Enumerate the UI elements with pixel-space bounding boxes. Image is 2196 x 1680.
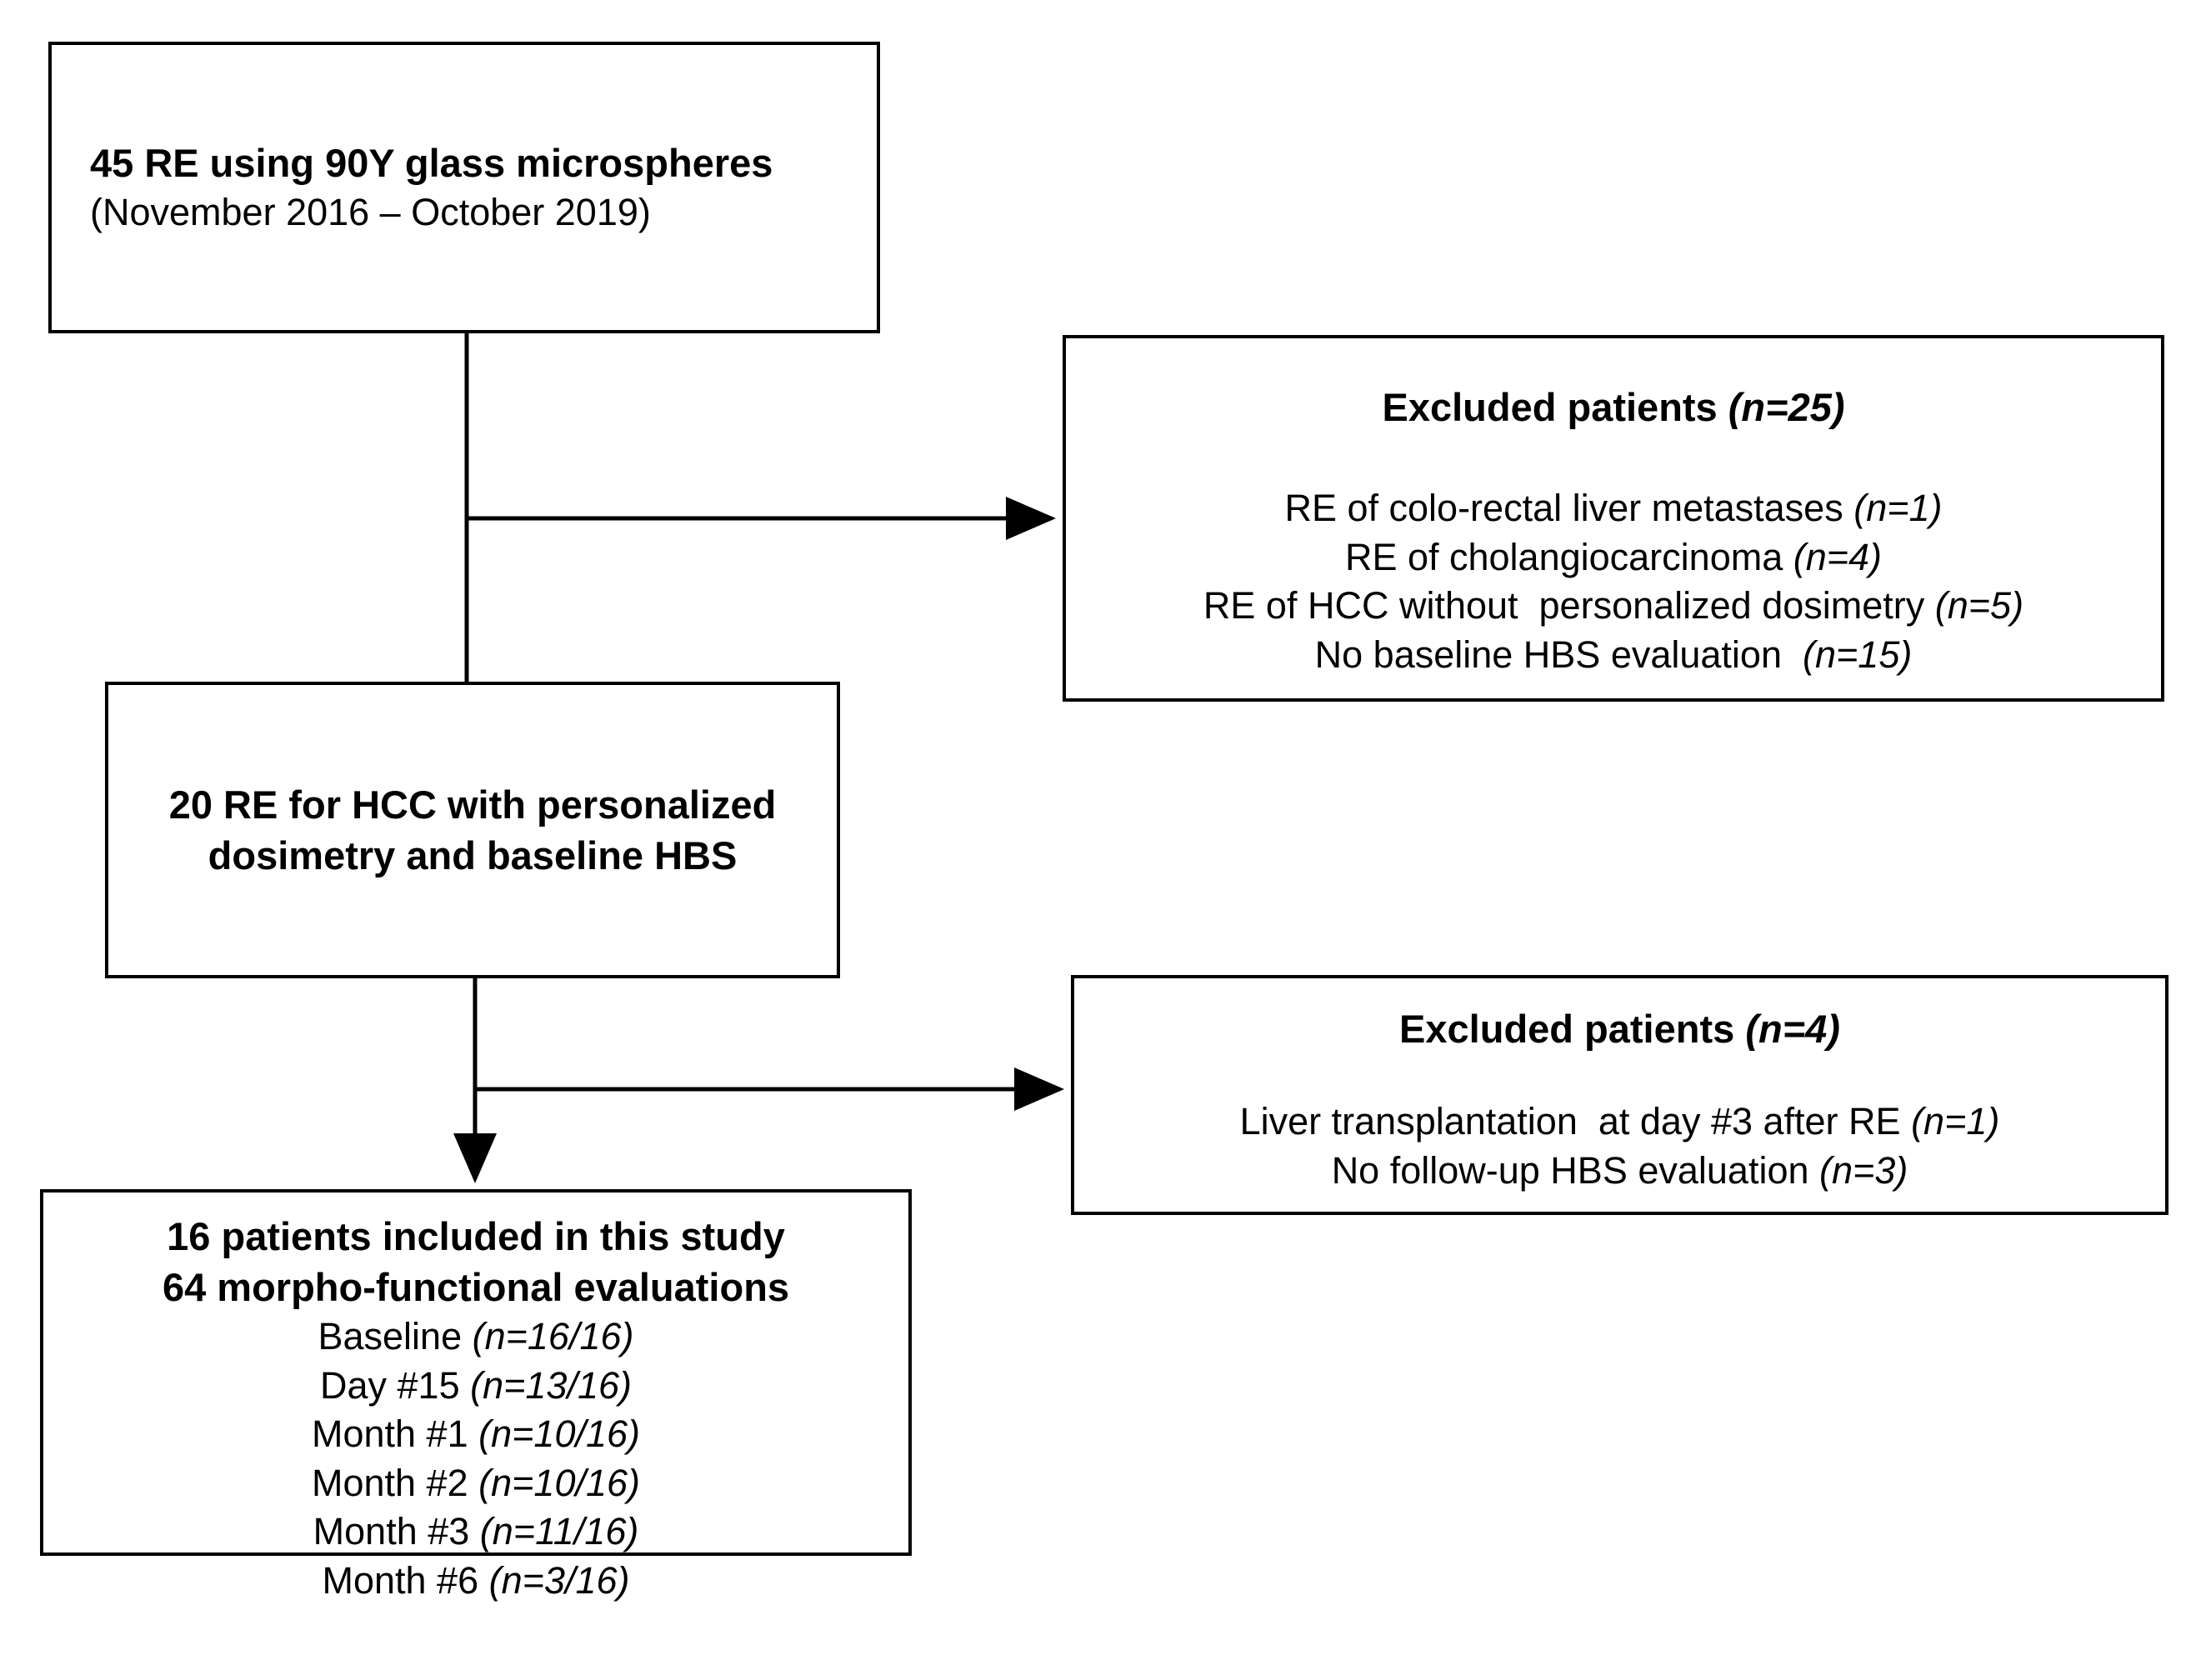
excluded-2-header-label: Excluded patients bbox=[1399, 1007, 1746, 1051]
included-item-label: Month #2 bbox=[311, 1461, 479, 1504]
included-item-label: Month #1 bbox=[311, 1412, 479, 1456]
included-item: Month #3 (n=11/16) bbox=[43, 1508, 908, 1557]
included-header-line-1: 16 patients included in this study bbox=[167, 1214, 785, 1258]
included-item-label: Month #6 bbox=[322, 1558, 489, 1602]
excluded-1-item-count: (n=4) bbox=[1793, 535, 1883, 578]
included-header-line-2: 64 morpho-functional evaluations bbox=[162, 1265, 790, 1310]
included-item: Day #15 (n=13/16) bbox=[43, 1362, 908, 1411]
excluded-1-item: RE of cholangiocarcinoma (n=4) bbox=[1066, 533, 2161, 582]
excluded-1-item-label: RE of cholangiocarcinoma bbox=[1344, 535, 1793, 578]
excluded-1-item: RE of colo-rectal liver metastases (n=1) bbox=[1066, 484, 2161, 533]
excluded-1-header: Excluded patients (n=25) bbox=[1066, 382, 2161, 432]
included-item: Month #1 (n=10/16) bbox=[43, 1410, 908, 1459]
included-item: Month #2 (n=10/16) bbox=[43, 1459, 908, 1508]
excluded-1-item-label: RE of HCC without personalized dosimetry bbox=[1203, 584, 1935, 628]
node-cohort: 45 RE using 90Y glass microspheres (Nove… bbox=[48, 42, 880, 333]
excluded-1-item-label: No baseline HBS evaluation bbox=[1314, 632, 1803, 676]
included-item-count: (n=10/16) bbox=[478, 1461, 641, 1504]
excluded-1-item: No baseline HBS evaluation (n=15) bbox=[1066, 631, 2161, 680]
excluded-1-item-label: RE of colo-rectal liver metastases bbox=[1284, 487, 1854, 530]
included-item-count: (n=10/16) bbox=[478, 1412, 641, 1456]
excluded-1-header-count: (n=25) bbox=[1728, 385, 1845, 429]
included-item-label: Baseline bbox=[318, 1315, 473, 1358]
included-item-count: (n=13/16) bbox=[470, 1363, 632, 1407]
cohort-line-2: (November 2016 – October 2019) bbox=[90, 191, 651, 234]
excluded-2-header: Excluded patients (n=4) bbox=[1074, 1003, 2165, 1054]
included-item-count: (n=11/16) bbox=[479, 1510, 639, 1553]
node-excluded-patients-2: Excluded patients (n=4) Liver transplant… bbox=[1071, 975, 2168, 1215]
excluded-2-item-label: Liver transplantation at day #3 after RE bbox=[1239, 1100, 1912, 1143]
node-eligible-cohort: 20 RE for HCC with personalized dosimetr… bbox=[105, 682, 840, 978]
node-excluded-patients-1: Excluded patients (n=25) RE of colo-rect… bbox=[1063, 335, 2164, 702]
excluded-2-item-count: (n=3) bbox=[1819, 1148, 1908, 1192]
excluded-1-header-label: Excluded patients bbox=[1382, 385, 1728, 429]
cohort-line-1: 45 RE using 90Y glass microspheres bbox=[90, 141, 773, 186]
excluded-2-item-label: No follow-up HBS evaluation bbox=[1331, 1148, 1819, 1192]
included-item-count: (n=3/16) bbox=[488, 1558, 630, 1602]
node-included-patients: 16 patients included in this study 64 mo… bbox=[40, 1189, 912, 1602]
included-item: Baseline (n=16/16) bbox=[43, 1312, 908, 1362]
included-item-count: (n=16/16) bbox=[472, 1315, 634, 1358]
excluded-2-header-count: (n=4) bbox=[1745, 1007, 1840, 1051]
excluded-1-item: RE of HCC without personalized dosimetry… bbox=[1066, 582, 2161, 631]
eligible-line-2: dosimetry and baseline HBS bbox=[208, 833, 738, 878]
excluded-1-item-count: (n=15) bbox=[1803, 632, 1913, 676]
included-item-label: Day #15 bbox=[319, 1363, 471, 1407]
included-item-label: Month #3 bbox=[313, 1510, 480, 1553]
excluded-2-item: Liver transplantation at day #3 after RE… bbox=[1074, 1098, 2165, 1147]
excluded-1-item-count: (n=1) bbox=[1853, 487, 1943, 530]
excluded-2-item: No follow-up HBS evaluation (n=3) bbox=[1074, 1147, 2165, 1196]
included-item: Month #6 (n=3/16) bbox=[43, 1557, 908, 1606]
excluded-2-item-count: (n=1) bbox=[1911, 1100, 2000, 1143]
excluded-1-item-count: (n=5) bbox=[1934, 584, 2024, 628]
eligible-line-1: 20 RE for HCC with personalized bbox=[168, 782, 777, 827]
